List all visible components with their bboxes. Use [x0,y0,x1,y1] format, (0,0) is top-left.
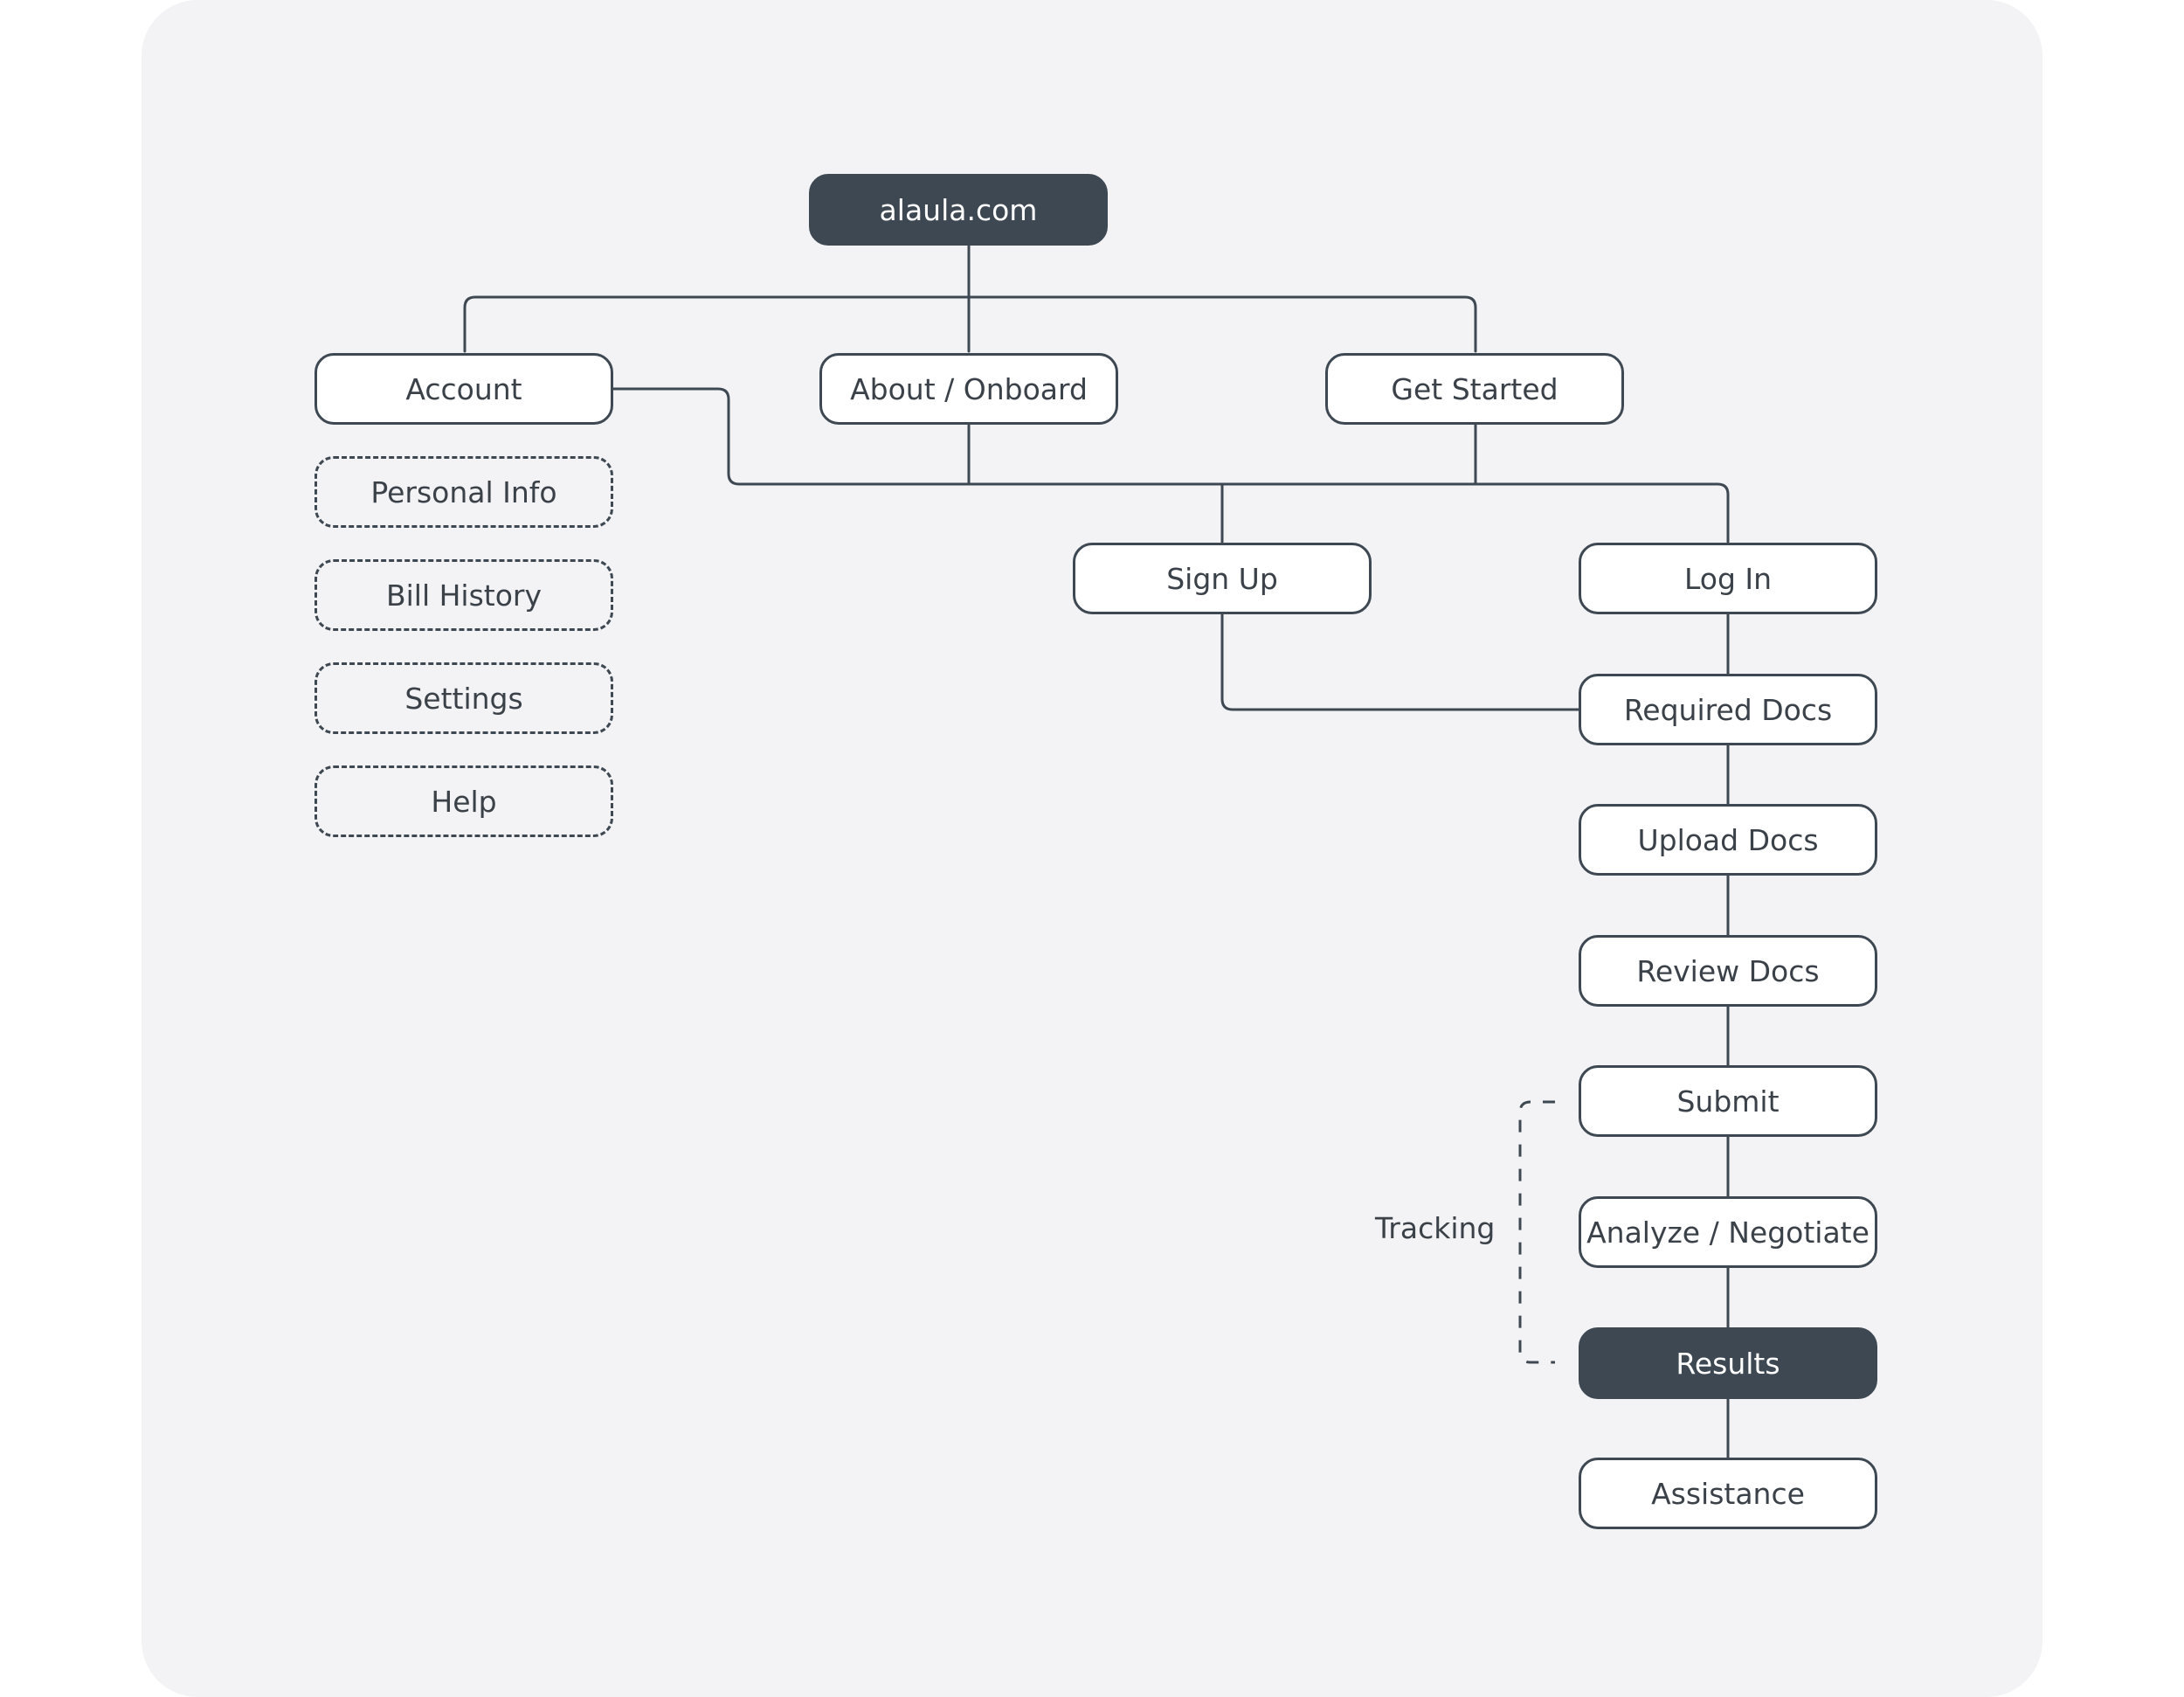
node-log-in: Log In [1579,543,1877,614]
connector-nav-to-auth [967,423,1730,544]
node-upload-docs: Upload Docs [1579,804,1877,876]
node-submit: Submit [1579,1065,1877,1137]
connector-signup-to-required [1220,612,1580,711]
node-sign-up: Sign Up [1073,543,1372,614]
tracking-label: Tracking [1375,1211,1496,1245]
connector-root-to-nav [463,241,1477,353]
node-settings: Settings [314,662,613,734]
node-required-docs: Required Docs [1579,674,1877,745]
node-results: Results [1579,1327,1877,1399]
node-bill-history: Bill History [314,559,613,631]
node-assistance: Assistance [1579,1458,1877,1529]
node-root: alaula.com [809,174,1108,246]
node-personal-info: Personal Info [314,456,613,528]
node-review-docs: Review Docs [1579,935,1877,1007]
tracking-bracket [1518,1100,1555,1364]
node-analyze-negotiate: Analyze / Negotiate [1579,1196,1877,1268]
connector-account-to-bus [612,387,971,486]
node-help: Help [314,765,613,837]
node-get-started: Get Started [1325,353,1624,425]
node-account: Account [314,353,613,425]
node-about-onboard: About / Onboard [819,353,1118,425]
